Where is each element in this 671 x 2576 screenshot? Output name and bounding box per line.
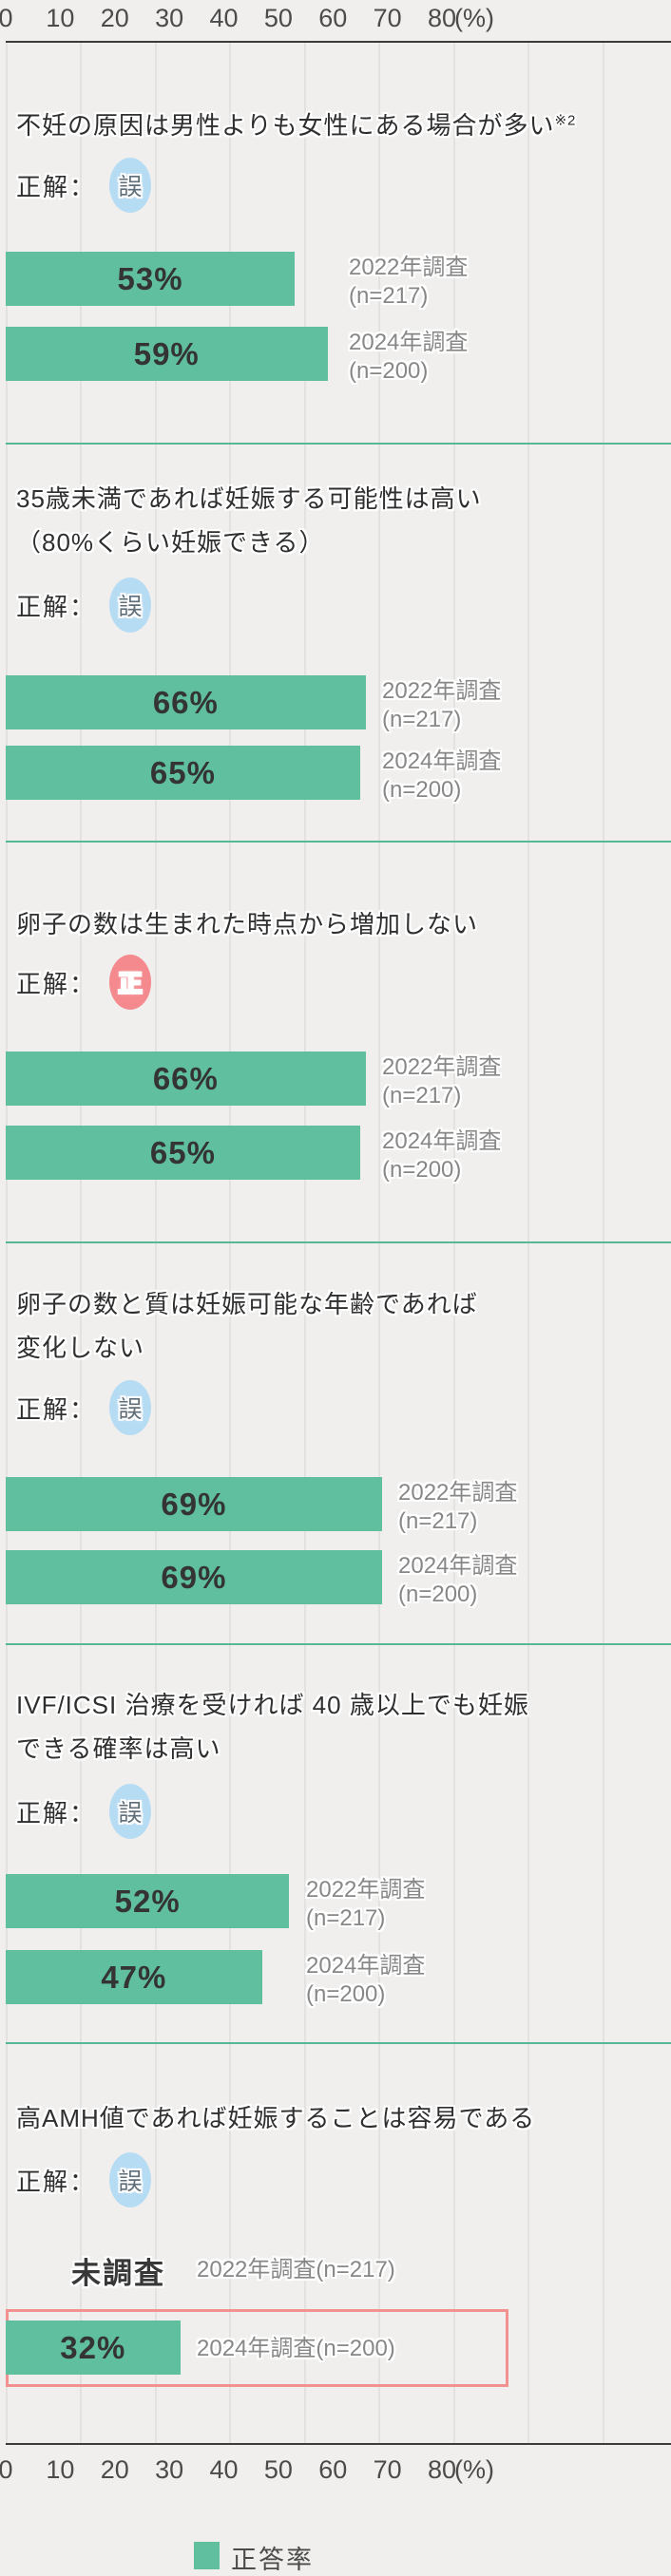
axis-tick-label: 80 — [427, 2455, 457, 2484]
survey-label: 2022年調査(n=217) — [382, 1054, 502, 1108]
answer-row: 正解： 正 — [16, 955, 152, 1010]
bar-value-label: 32% — [60, 2329, 126, 2365]
axis-tick-label: 10 — [46, 2455, 75, 2484]
bar-value-label: 65% — [149, 754, 216, 790]
question-text: IVF/ICSI 治療を受ければ 40 歳以上でも妊娠 — [16, 1691, 529, 1719]
bar-value-label: 66% — [152, 684, 219, 720]
value-bar: 32% — [6, 2320, 181, 2375]
answer-row: 正解： 誤 — [16, 1380, 152, 1435]
axis-tick-label: 0 — [0, 2455, 13, 2484]
answer-label: 正解： — [16, 969, 97, 998]
answer-badge: 誤 — [109, 2152, 152, 2207]
section-divider — [6, 841, 671, 843]
value-bar: 69% — [6, 1477, 382, 1531]
answer-badge: 誤 — [109, 578, 152, 633]
section-divider — [6, 443, 671, 445]
axis-tick-label: 10 — [46, 4, 75, 32]
question-text: （80%くらい妊娠できる） — [16, 528, 325, 557]
value-bar: 66% — [6, 675, 366, 729]
value-bar: 65% — [6, 1126, 360, 1180]
question-text: 変化しない — [16, 1334, 145, 1362]
value-bar: 66% — [6, 1051, 366, 1106]
survey-label: 2022年調査(n=217) — [306, 1877, 426, 1931]
answer-label: 正解： — [16, 592, 97, 621]
axis-tick-label: 30 — [155, 2455, 184, 2484]
survey-label: 2022年調査(n=217) — [349, 255, 469, 309]
bar-value-label: 59% — [133, 335, 200, 371]
answer-label: 正解： — [16, 1394, 97, 1424]
bar-value-label: 65% — [149, 1134, 216, 1170]
axis-tick-label: 70 — [373, 4, 402, 32]
survey-label: 2024年調査(n=200) — [382, 748, 502, 803]
answer-label: 正解： — [16, 2167, 97, 2196]
answer-badge: 正 — [109, 955, 152, 1010]
answer-label: 正解： — [16, 1798, 97, 1828]
axis-unit-label: (%) — [454, 2455, 494, 2484]
survey-label: 2024年調査(n=200) — [398, 1553, 518, 1607]
top-axis-line — [6, 41, 671, 43]
answer-badge: 誤 — [109, 1784, 152, 1839]
axis-tick-label: 50 — [263, 4, 293, 32]
survey-label: 2024年調査(n=200) — [382, 1128, 502, 1183]
value-bar: 65% — [6, 746, 360, 800]
unsurveyed-text: 未調査 — [71, 2257, 165, 2290]
value-bar: 59% — [6, 327, 328, 381]
survey-label: 2024年調査(n=200) — [197, 2336, 395, 2361]
question-note: ※2 — [554, 112, 577, 129]
bar-value-label: 66% — [152, 1060, 219, 1096]
survey-label: 2022年調査(n=217) — [197, 2257, 395, 2282]
legend: 正答率 — [194, 2539, 314, 2576]
value-bar: 47% — [6, 1950, 262, 2004]
bar-value-label: 69% — [161, 1486, 227, 1522]
question-text: できる確率は高い — [16, 1734, 221, 1763]
answer-row: 正解： 誤 — [16, 2152, 152, 2207]
axis-tick-label: 40 — [209, 2455, 239, 2484]
section-divider — [6, 1241, 671, 1243]
value-bar: 53% — [6, 252, 296, 306]
question-text: 35歳未満であれば妊娠する可能性は高い — [16, 484, 482, 513]
answer-badge: 誤 — [109, 158, 152, 213]
question-line: 不妊の原因は男性よりも女性にある場合が多い — [16, 111, 555, 140]
bar-value-label: 47% — [101, 1959, 167, 1995]
axis-tick-label: 20 — [100, 4, 129, 32]
bar-value-label: 69% — [161, 1559, 227, 1595]
question-text: 不妊の原因は男性よりも女性にある場合が多い※2 — [16, 106, 576, 142]
question-text: 卵子の数は生まれた時点から増加しない — [16, 910, 479, 938]
bottom-axis-line — [6, 2443, 671, 2445]
answer-row: 正解： 誤 — [16, 158, 152, 213]
answer-label: 正解： — [16, 172, 97, 201]
survey-label: 2024年調査(n=200) — [306, 1953, 426, 2007]
axis-tick-label: 30 — [155, 4, 184, 32]
axis-tick-label: 70 — [373, 2455, 402, 2484]
legend-label: 正答率 — [231, 2546, 314, 2574]
legend-color-swatch-icon — [194, 2542, 220, 2569]
axis-tick-label: 20 — [100, 2455, 129, 2484]
axis-tick-label: 50 — [263, 2455, 293, 2484]
section-divider — [6, 1643, 671, 1645]
answer-row: 正解： 誤 — [16, 1784, 152, 1839]
section-divider — [6, 2042, 671, 2044]
axis-tick-label: 40 — [209, 4, 239, 32]
axis-unit-label: (%) — [454, 4, 494, 32]
bar-value-label: 52% — [114, 1883, 181, 1919]
survey-label: 2022年調査(n=217) — [382, 678, 502, 732]
answer-badge: 誤 — [109, 1380, 152, 1435]
axis-tick-label: 60 — [318, 2455, 348, 2484]
question-text: 卵子の数と質は妊娠可能な年齢であれば — [16, 1290, 478, 1318]
value-bar: 52% — [6, 1874, 290, 1928]
axis-tick-label: 60 — [318, 4, 348, 32]
axis-tick-label: 0 — [0, 4, 13, 32]
survey-label: 2024年調査(n=200) — [349, 330, 469, 384]
survey-label: 2022年調査(n=217) — [398, 1480, 518, 1534]
value-bar: 69% — [6, 1550, 382, 1604]
bar-value-label: 53% — [117, 260, 183, 296]
question-text: 高AMH値であれば妊娠することは容易である — [16, 2104, 536, 2132]
answer-row: 正解： 誤 — [16, 578, 152, 633]
axis-tick-label: 80 — [427, 4, 457, 32]
